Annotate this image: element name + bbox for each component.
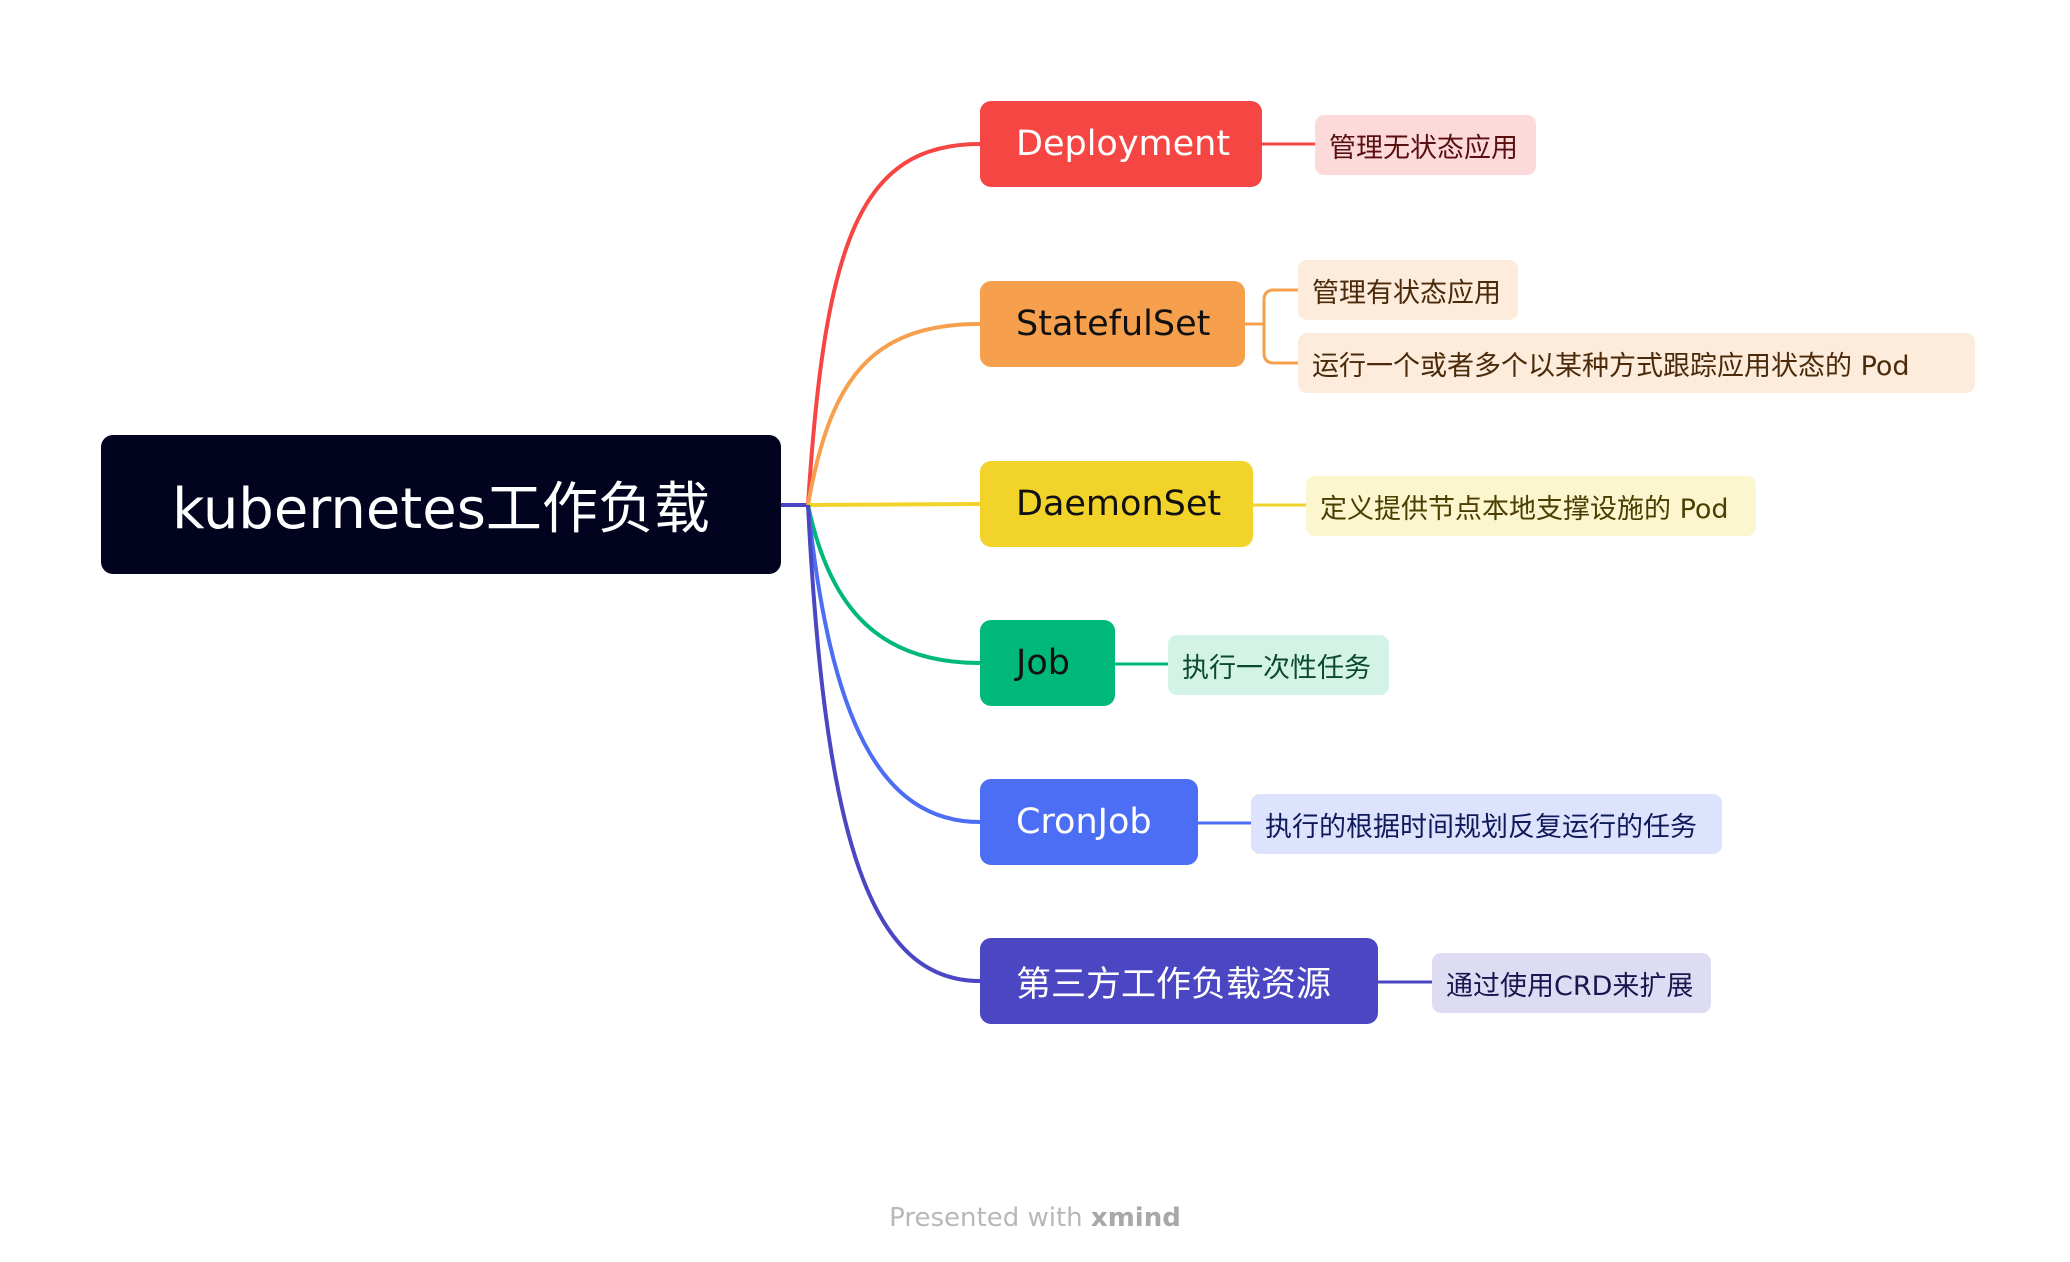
leaf-deployment-stateless[interactable]: 管理无状态应用: [1315, 115, 1536, 175]
leaf-statefulset-stateful[interactable]: 管理有状态应用: [1298, 260, 1518, 320]
branch-statefulset[interactable]: StatefulSet: [980, 281, 1245, 367]
link-statefulset-leaves: [1245, 288, 1298, 365]
branch-daemonset[interactable]: DaemonSet: [980, 461, 1253, 547]
branch-third-party[interactable]: 第三方工作负载资源: [980, 938, 1378, 1024]
branch-deployment[interactable]: Deployment: [980, 101, 1262, 187]
xmind-logo-text: xmind: [1090, 1203, 1181, 1233]
link-statefulset: [806, 322, 981, 506]
leaf-cronjob-scheduled[interactable]: 执行的根据时间规划反复运行的任务: [1251, 794, 1722, 854]
link-daemonset: [807, 502, 981, 507]
root-node[interactable]: kubernetes工作负载: [101, 435, 781, 574]
branch-job[interactable]: Job: [980, 620, 1115, 706]
link-cronjob: [806, 504, 981, 824]
footer-prefix: Presented with: [889, 1203, 1083, 1233]
leaf-statefulset-tracking[interactable]: 运行一个或者多个以某种方式跟踪应用状态的 Pod: [1298, 333, 1975, 393]
branch-cronjob[interactable]: CronJob: [980, 779, 1198, 865]
leaf-job-one-off[interactable]: 执行一次性任务: [1168, 635, 1389, 695]
footer-attribution: Presented with xmind: [0, 1203, 2070, 1233]
link-job: [806, 504, 981, 665]
link-deployment: [806, 142, 981, 506]
leaf-third-party-crd[interactable]: 通过使用CRD来扩展: [1432, 953, 1711, 1013]
leaf-daemonset-node-local[interactable]: 定义提供节点本地支撑设施的 Pod: [1306, 476, 1756, 536]
link-third-party: [806, 504, 981, 983]
